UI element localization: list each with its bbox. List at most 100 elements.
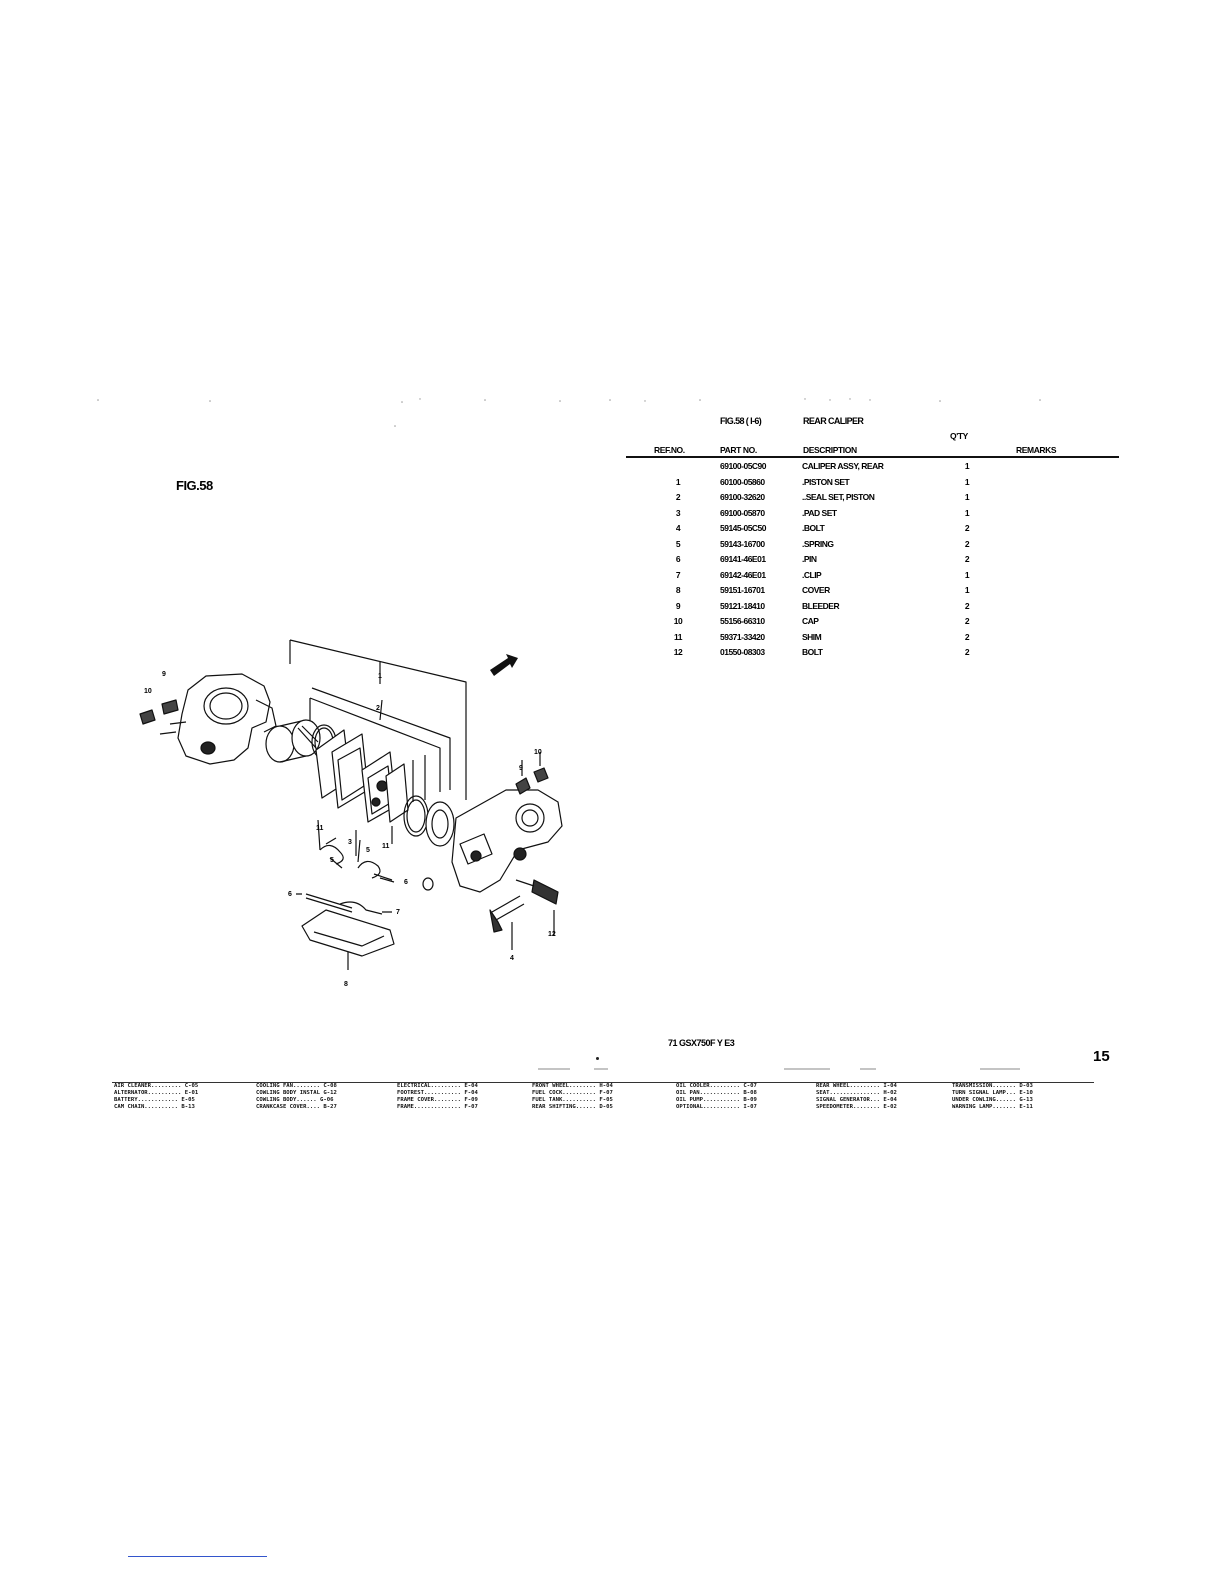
cell-qty: 2 bbox=[964, 523, 970, 533]
cell-part-no: 59371-33420 bbox=[720, 631, 765, 642]
header-part-no: PART NO. bbox=[720, 445, 757, 455]
table-row: 5 59143-16700 .SPRING 2 bbox=[626, 539, 1119, 555]
model-code: 71 GSX750F Y E3 bbox=[668, 1038, 735, 1048]
cell-part-no: 69100-32620 bbox=[720, 492, 765, 502]
table-row: 3 69100-05870 .PAD SET 1 bbox=[626, 508, 1119, 524]
cell-part-no: 69100-05870 bbox=[720, 507, 765, 518]
cell-qty: 1 bbox=[964, 492, 970, 502]
cell-qty: 2 bbox=[964, 616, 970, 626]
index-column: AIR CLEANER......... C-05 ALTERNATOR....… bbox=[114, 1083, 199, 1110]
cell-ref: 9 bbox=[675, 600, 681, 611]
rear-caliper-exploded-diagram: 1 2 9 10 10 9 11 5 3 5 11 6 6 7 8 4 12 bbox=[139, 639, 563, 988]
cell-description: .SPRING bbox=[802, 538, 834, 549]
callout-11-right: 11 bbox=[382, 843, 390, 850]
callout-3: 3 bbox=[348, 839, 352, 846]
cell-qty: 1 bbox=[964, 585, 970, 595]
table-row: 4 59145-05C50 .BOLT 2 bbox=[626, 523, 1119, 539]
callout-10-right: 10 bbox=[534, 749, 542, 756]
cell-description: ..SEAL SET, PISTON bbox=[802, 492, 875, 502]
cell-part-no: 01550-08303 bbox=[720, 647, 765, 657]
cell-ref: 11 bbox=[674, 631, 683, 642]
table-row: 1 60100-05860 .PISTON SET 1 bbox=[626, 477, 1119, 493]
cell-ref: 8 bbox=[675, 585, 681, 595]
callout-10-left: 10 bbox=[144, 688, 152, 695]
cell-description: .BOLT bbox=[802, 523, 825, 533]
cell-part-no: 59145-05C50 bbox=[720, 523, 767, 533]
figure-label: FIG.58 bbox=[176, 478, 213, 493]
cell-part-no: 69100-05C90 bbox=[720, 461, 767, 471]
index-column: ELECTRICAL......... E-04 FOOTREST.......… bbox=[397, 1083, 478, 1110]
scan-dot bbox=[596, 1057, 599, 1060]
cell-qty: 1 bbox=[964, 461, 970, 471]
table-row: 10 55156-66310 CAP 2 bbox=[626, 616, 1119, 632]
table-row: 11 59371-33420 SHIM 2 bbox=[626, 632, 1119, 648]
table-figure-ref: FIG.58 ( I-6) bbox=[720, 416, 762, 426]
cell-description: .PIN bbox=[802, 554, 817, 564]
cell-ref: 7 bbox=[675, 569, 681, 580]
cell-ref: 10 bbox=[673, 616, 683, 626]
scan-noise bbox=[97, 398, 1041, 427]
index-column: TRANSMISSION....... D-03 TURN SIGNAL LAM… bbox=[952, 1083, 1033, 1110]
callout-1: 1 bbox=[378, 673, 382, 680]
direction-arrow-icon bbox=[490, 654, 518, 676]
index-column: FRONT WHEEL........ H-04 FUEL COCK......… bbox=[532, 1083, 613, 1110]
footnote-rule bbox=[128, 1556, 267, 1557]
cell-part-no: 59151-16701 bbox=[720, 585, 765, 595]
cell-description: COVER bbox=[802, 585, 830, 595]
index-column: COOLING FAN........ C-08 COWLING BODY IN… bbox=[256, 1083, 337, 1110]
callout-8: 8 bbox=[344, 981, 348, 988]
cell-ref: 2 bbox=[675, 492, 681, 502]
cell-qty: 1 bbox=[964, 507, 970, 518]
callout-9-right: 9 bbox=[519, 765, 523, 772]
cell-qty: 2 bbox=[964, 554, 970, 564]
callout-5-right: 5 bbox=[366, 847, 370, 854]
cell-description: SHIM bbox=[802, 631, 822, 642]
callout-12: 12 bbox=[548, 931, 556, 938]
table-row: 9 59121-18410 BLEEDER 2 bbox=[626, 601, 1119, 617]
cell-description: BLEEDER bbox=[802, 600, 840, 611]
cell-qty: 1 bbox=[964, 569, 970, 580]
cell-qty: 2 bbox=[964, 647, 970, 657]
callout-2: 2 bbox=[376, 705, 380, 712]
callout-4: 4 bbox=[510, 955, 514, 962]
cell-part-no: 55156-66310 bbox=[720, 616, 765, 626]
cell-description: .PISTON SET bbox=[802, 476, 850, 487]
cell-qty: 2 bbox=[964, 538, 970, 549]
table-row: 12 01550-08303 BOLT 2 bbox=[626, 647, 1119, 663]
cell-ref: 12 bbox=[673, 647, 683, 657]
cell-qty: 1 bbox=[964, 476, 970, 487]
cell-ref: 3 bbox=[675, 507, 681, 518]
cell-part-no: 69141-46E01 bbox=[720, 554, 766, 564]
table-title: REAR CALIPER bbox=[803, 416, 864, 426]
table-row: 2 69100-32620 ..SEAL SET, PISTON 1 bbox=[626, 492, 1119, 508]
callout-5-left: 5 bbox=[330, 857, 334, 864]
callout-9-left: 9 bbox=[162, 671, 166, 678]
cell-part-no: 59121-18410 bbox=[720, 600, 765, 611]
callout-11-left: 11 bbox=[316, 825, 324, 832]
cell-part-no: 60100-05860 bbox=[720, 476, 765, 487]
cell-description: .PAD SET bbox=[802, 507, 837, 518]
cell-qty: 2 bbox=[964, 631, 970, 642]
callout-6-left: 6 bbox=[288, 891, 292, 898]
cell-ref: 5 bbox=[675, 538, 681, 549]
header-qty: Q'TY bbox=[950, 431, 968, 441]
table-row: 7 69142-46E01 .CLIP 1 bbox=[626, 570, 1119, 586]
index-column: OIL COOLER......... C-07 OIL PAN........… bbox=[676, 1083, 757, 1110]
table-header-rule bbox=[626, 456, 1119, 458]
header-ref-no: REF.NO. bbox=[654, 445, 685, 455]
callout-7: 7 bbox=[396, 909, 400, 916]
table-row: 6 69141-46E01 .PIN 2 bbox=[626, 554, 1119, 570]
scan-dashes bbox=[538, 1068, 1020, 1070]
callout-6-right: 6 bbox=[404, 879, 408, 886]
cell-description: BOLT bbox=[802, 647, 823, 657]
cell-qty: 2 bbox=[964, 600, 970, 611]
cell-description: CAP bbox=[802, 616, 819, 626]
cell-ref: 1 bbox=[675, 476, 681, 487]
cell-ref: 6 bbox=[675, 554, 681, 564]
header-remarks: REMARKS bbox=[1016, 445, 1057, 455]
cell-description: .CLIP bbox=[802, 569, 822, 580]
table-row: 8 59151-16701 COVER 1 bbox=[626, 585, 1119, 601]
cell-ref: 4 bbox=[675, 523, 681, 533]
cell-description: CALIPER ASSY, REAR bbox=[802, 461, 884, 471]
cell-part-no: 59143-16700 bbox=[720, 538, 765, 549]
